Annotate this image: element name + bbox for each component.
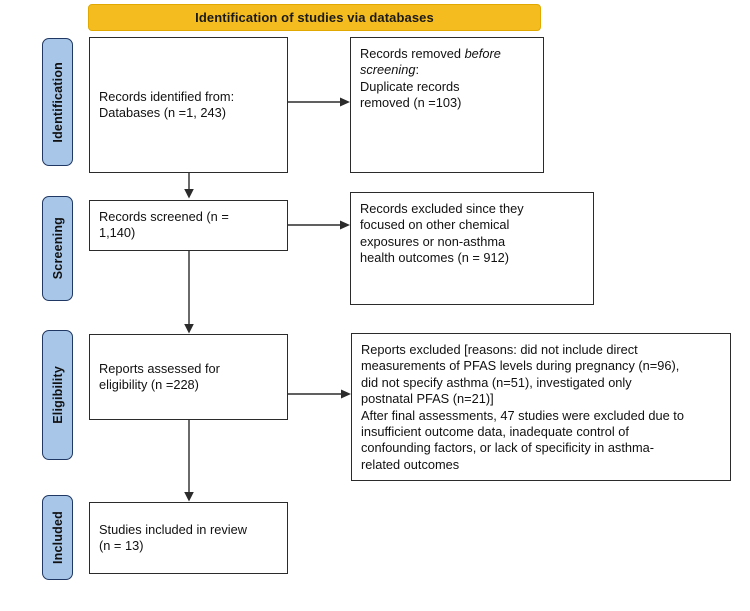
stage-tab-screening: Screening: [42, 196, 73, 301]
arrow-assessed-to-included: [182, 420, 196, 503]
records-removed-line4: removed (n =103): [360, 95, 462, 111]
records-identified-line2: Databases (n =1, 243): [99, 105, 226, 120]
box-records-excluded-text: Records excluded since they focused on o…: [360, 201, 524, 266]
box-records-screened: Records screened (n = 1,140): [89, 200, 288, 251]
box-reports-excluded-text: Reports excluded [reasons: did not inclu…: [361, 342, 684, 472]
banner-title: Identification of studies via databases: [195, 10, 434, 25]
arrow-screened-to-assessed: [182, 251, 196, 335]
stage-tab-identification: Identification: [42, 38, 73, 166]
arrow-identified-to-removed: [288, 96, 352, 108]
box-records-removed: Records removed before screening: Duplica…: [350, 37, 544, 173]
identification-banner: Identification of studies via databases: [88, 4, 541, 31]
records-identified-line1: Records identified from:: [99, 88, 235, 104]
box-records-screened-text: Records screened (n = 1,140): [99, 209, 229, 241]
stage-tab-eligibility-label: Eligibility: [50, 366, 65, 424]
records-removed-line3: Duplicate records: [360, 78, 460, 94]
stage-tab-included-label: Included: [50, 511, 65, 564]
box-records-removed-text: Records removed before screening: Duplica…: [351, 38, 543, 112]
stage-tab-identification-label: Identification: [50, 61, 65, 143]
stage-tab-included: Included: [42, 495, 73, 580]
box-studies-included-text: Studies included in review (n = 13): [99, 521, 247, 553]
records-removed-line2-post: :: [415, 62, 420, 78]
records-removed-line1-pre: Records removed: [360, 46, 465, 61]
records-removed-emphasis-before: before: [464, 46, 501, 61]
box-reports-assessed: Reports assessed for eligibility (n =228…: [89, 334, 288, 420]
box-records-excluded: Records excluded since they focused on o…: [350, 192, 594, 305]
arrow-assessed-to-reports-excluded: [288, 388, 354, 400]
box-studies-included: Studies included in review (n = 13): [89, 502, 288, 574]
arrow-screened-to-excluded: [288, 219, 352, 231]
box-reports-assessed-text: Reports assessed for eligibility (n =228…: [99, 360, 220, 392]
box-records-identified: Records identified from: Databases (n =1…: [89, 37, 288, 173]
stage-tab-screening-label: Screening: [50, 217, 65, 280]
box-reports-excluded: Reports excluded [reasons: did not inclu…: [351, 333, 731, 481]
arrow-identified-to-screened: [182, 173, 196, 200]
box-records-identified-text: Records identified from: Databases (n =1…: [90, 89, 287, 122]
records-removed-emphasis-screening: screening: [360, 62, 416, 78]
stage-tab-eligibility: Eligibility: [42, 330, 73, 460]
